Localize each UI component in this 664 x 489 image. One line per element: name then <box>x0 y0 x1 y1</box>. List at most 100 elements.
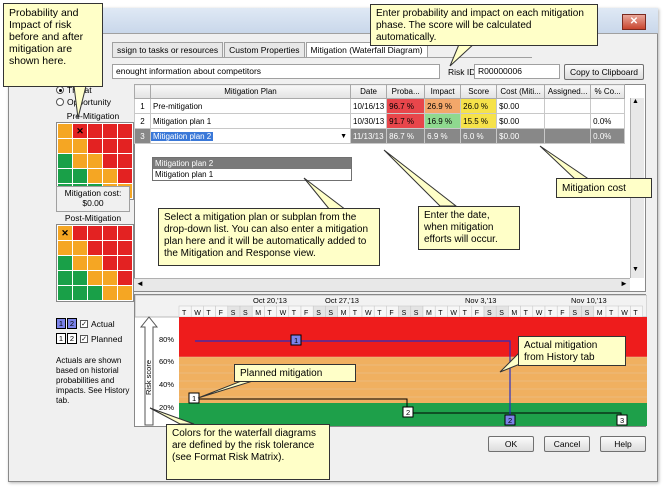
scroll-down-icon[interactable]: ▼ <box>632 266 639 273</box>
dropdown-option[interactable]: Mitigation plan 1 <box>155 170 214 179</box>
matrix-cell <box>58 271 72 285</box>
tab-strip: ssign to tasks or resources Custom Prope… <box>112 42 532 58</box>
ok-button[interactable]: OK <box>488 436 534 452</box>
matrix-cell <box>73 241 87 255</box>
day-letter: T <box>206 310 211 317</box>
actual-checkbox[interactable]: ✓ <box>80 319 88 328</box>
matrix-cell <box>103 226 117 240</box>
matrix-cell <box>118 226 132 240</box>
mitigation-cost-value: $0.00 <box>82 198 104 208</box>
col-header-cost[interactable]: Cost (Miti... <box>496 84 546 99</box>
pointer-top-left <box>73 85 87 119</box>
day-letter: F <box>475 310 479 317</box>
dropdown-option[interactable]: Mitigation plan 2 <box>153 158 351 169</box>
post-mitigation-label: Post-Mitigation <box>64 213 122 223</box>
day-letter: S <box>487 310 492 317</box>
matrix-cell <box>73 154 87 168</box>
day-letter: M <box>426 310 432 317</box>
col-header-plan[interactable]: Mitigation Plan <box>150 84 351 99</box>
pointer-select-plan <box>303 177 348 211</box>
row-plan-value[interactable]: Mitigation plan 2 <box>151 131 214 141</box>
risk-id-field[interactable]: R00000006 <box>474 64 560 79</box>
day-letter: T <box>292 310 297 317</box>
matrix-cell <box>103 271 117 285</box>
planned-marker <box>616 414 628 426</box>
close-button[interactable]: ✕ <box>622 14 646 30</box>
day-letter: W <box>621 310 628 317</box>
day-letter: S <box>402 310 407 317</box>
grid-horizontal-scrollbar[interactable] <box>134 278 630 291</box>
scroll-right-icon[interactable]: ► <box>620 279 628 288</box>
row-cost[interactable]: $0.00 <box>496 128 546 144</box>
row-probability[interactable]: 86.7 % <box>386 128 426 144</box>
matrix-cell <box>73 286 87 300</box>
day-letter: S <box>231 310 236 317</box>
day-letter: F <box>560 310 564 317</box>
matrix-cell <box>88 139 102 153</box>
day-letter: S <box>316 310 321 317</box>
cancel-button[interactable]: Cancel <box>544 436 590 452</box>
matrix-cell <box>88 241 102 255</box>
chevron-down-icon[interactable]: ▼ <box>340 132 347 140</box>
matrix-cell <box>88 226 102 240</box>
callout-select-plan: Select a mitigation plan or subplan from… <box>158 208 380 266</box>
row-impact[interactable]: 6.9 % <box>424 128 462 144</box>
matrix-cell: ✕ <box>58 226 72 240</box>
radio-opportunity-label: Opportunity <box>67 97 111 107</box>
tab-assign[interactable]: ssign to tasks or resources <box>112 42 224 57</box>
day-letter: M <box>341 310 347 317</box>
callout-pre-post-mitigation: Probability and Impact of risk before an… <box>3 3 103 87</box>
matrix-cell <box>118 139 132 153</box>
table-row-selected[interactable]: 3 Mitigation plan 2 ▼ 11/13/13 86.7 % 6.… <box>134 128 626 144</box>
matrix-cell <box>118 154 132 168</box>
planned-marker-label: 2 <box>406 408 410 417</box>
day-letter: T <box>609 310 614 317</box>
help-button[interactable]: Help <box>600 436 646 452</box>
row-complete[interactable]: 0.0% <box>590 128 626 144</box>
matrix-cell <box>88 124 102 138</box>
table-row[interactable]: 2 Mitigation plan 1 10/30/13 91.7 % 16.9… <box>134 113 626 129</box>
callout-enter-date: Enter the date, when mitigation efforts … <box>418 206 520 250</box>
mitigation-cost-label: Mitigation cost: <box>64 188 122 198</box>
matrix-cell <box>118 271 132 285</box>
legend-planned-label: Planned <box>91 333 123 344</box>
row-assigned[interactable] <box>544 128 592 144</box>
col-header-score[interactable]: Score <box>460 84 498 99</box>
matrix-cell <box>73 226 87 240</box>
pointer-actual <box>499 350 521 373</box>
y-axis-title: Risk score <box>144 360 153 395</box>
day-letter: W <box>365 310 372 317</box>
day-letter: S <box>328 310 333 317</box>
y-tick-label: 20% <box>159 403 174 412</box>
post-mitigation-matrix: ✕ <box>56 224 134 302</box>
matrix-cell: ✕ <box>73 124 87 138</box>
row-plan-combobox[interactable]: Mitigation plan 2 ▼ <box>150 128 351 144</box>
radio-dot-icon <box>56 98 64 106</box>
matrix-cell <box>58 124 72 138</box>
week-label: Oct 27,'13 <box>325 296 359 305</box>
day-letter: M <box>255 310 261 317</box>
matrix-cell <box>118 256 132 270</box>
mitigation-plan-table: Mitigation Plan Date Proba... Impact Sco… <box>134 84 626 144</box>
callout-actual-mitigation: Actual mitigation from History tab <box>518 336 626 366</box>
legend-planned-box-1: 1 <box>56 333 66 344</box>
actual-marker-label: 2 <box>508 416 512 425</box>
day-letter: S <box>572 310 577 317</box>
copy-to-clipboard-button[interactable]: Copy to Clipboard <box>564 64 644 80</box>
row-date[interactable]: 11/13/13 <box>349 128 388 144</box>
scroll-up-icon[interactable]: ▲ <box>632 98 639 105</box>
day-letter: F <box>304 310 308 317</box>
row-probability[interactable]: 91.7 % <box>386 113 426 129</box>
risk-title-field[interactable]: enought information about competitors <box>112 64 440 79</box>
radio-opportunity[interactable]: Opportunity <box>56 96 126 108</box>
scroll-left-icon[interactable]: ◄ <box>136 279 144 288</box>
day-letter: W <box>536 310 543 317</box>
matrix-cell <box>58 256 72 270</box>
matrix-cell <box>88 256 102 270</box>
col-header-complete[interactable]: % Co... <box>590 84 626 99</box>
row-probability[interactable]: 96.7 % <box>386 98 426 114</box>
tab-custom-properties[interactable]: Custom Properties <box>224 42 305 57</box>
planned-checkbox[interactable]: ✓ <box>80 334 88 343</box>
row-score: 26.0 % <box>460 98 498 114</box>
matrix-cell <box>103 169 117 183</box>
